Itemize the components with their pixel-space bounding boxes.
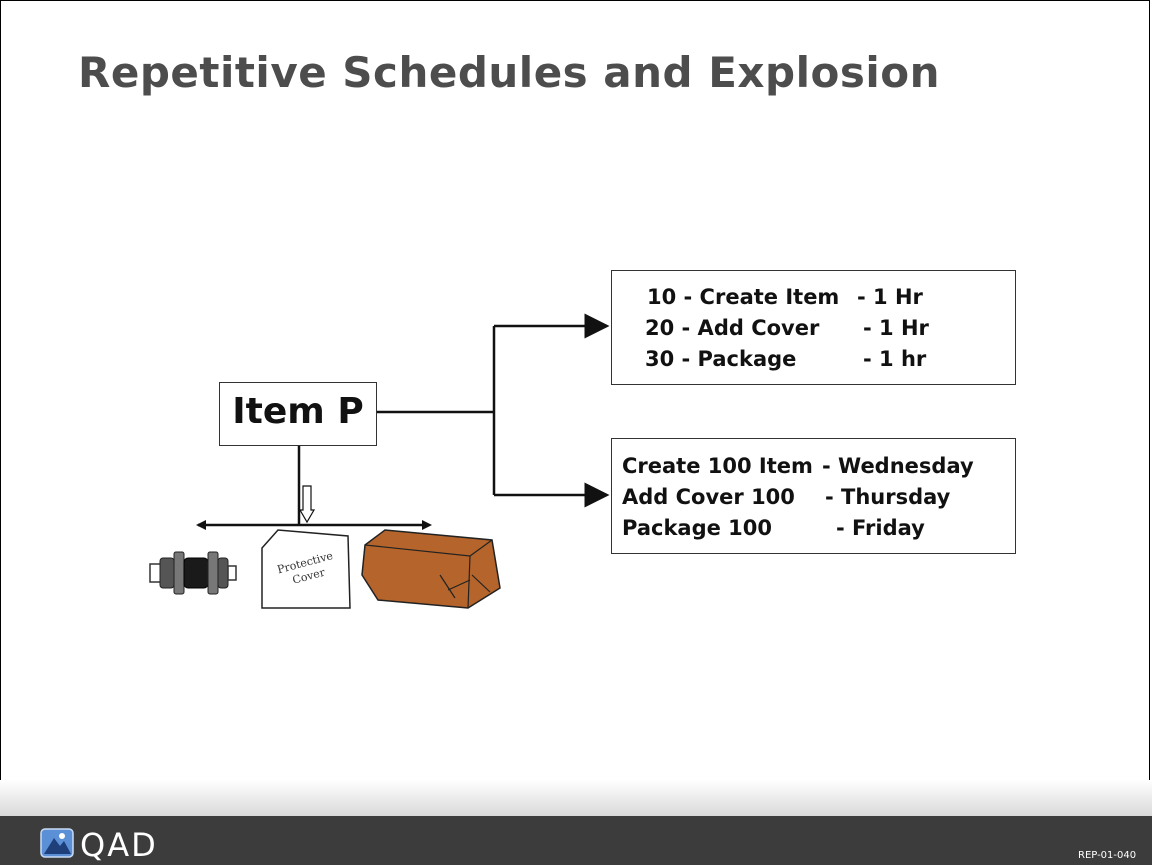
slide-title: Repetitive Schedules and Explosion (78, 48, 940, 97)
schedule-task-1: Create 100 Item (622, 454, 813, 478)
protective-cover-icon (261, 529, 351, 609)
slide-code: REP-01-040 (1078, 850, 1137, 861)
operation-time-1: - 1 Hr (857, 285, 923, 309)
qad-logo-icon (40, 828, 74, 858)
schedule-box: Create 100 Item - Wednesday Add Cover 10… (611, 438, 1016, 554)
operation-seq-2: 20 - Add Cover (645, 316, 820, 340)
item-p-label: Item P (232, 391, 364, 432)
schedule-day-3: - Friday (836, 516, 925, 540)
schedule-day-1: - Wednesday (822, 454, 974, 478)
spool-icon (149, 551, 237, 595)
operation-time-3: - 1 hr (863, 347, 927, 371)
footer-gradient (0, 780, 1152, 816)
operation-seq-3: 30 - Package (645, 347, 797, 371)
operations-box: 10 - Create Item - 1 Hr 20 - Add Cover -… (611, 270, 1016, 385)
item-p-box: Item P (219, 382, 377, 446)
schedule-task-3: Package 100 (622, 516, 773, 540)
qad-logo-text: QAD (80, 826, 158, 864)
package-box-icon (361, 529, 501, 609)
schedule-task-2: Add Cover 100 (622, 485, 795, 509)
small-down-arrow (298, 485, 316, 524)
operation-seq-1: 10 - Create Item (647, 285, 840, 309)
operation-time-2: - 1 Hr (863, 316, 929, 340)
schedule-day-2: - Thursday (825, 485, 951, 509)
footer-bar (0, 816, 1152, 865)
